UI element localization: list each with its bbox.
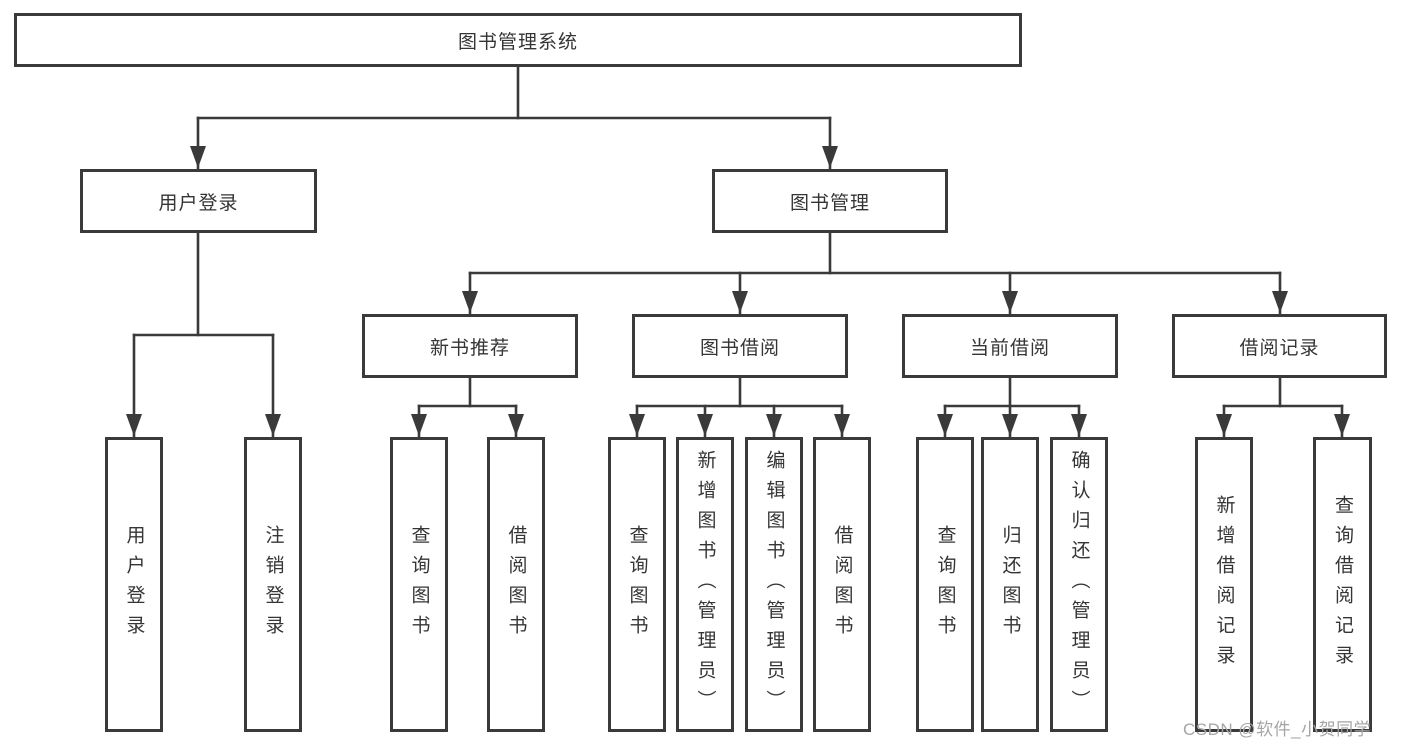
- leaf-cb-return-books: 归还图书: [981, 437, 1039, 732]
- leaf-cb-confirm-return-admin: 确认归还（管理员）: [1050, 437, 1108, 732]
- leaf-nb-query-books: 查询图书: [390, 437, 448, 732]
- leaf-nb-borrow-books: 借阅图书: [487, 437, 545, 732]
- node-book-borrow: 图书借阅: [632, 314, 848, 378]
- node-user-login: 用户登录: [80, 169, 317, 233]
- leaf-user-login: 用户登录: [105, 437, 163, 732]
- node-new-book-recommend: 新书推荐: [362, 314, 578, 378]
- csdn-watermark: CSDN @软件_小贺同学: [1183, 720, 1372, 739]
- leaf-bb-edit-books-admin: 编辑图书（管理员）: [745, 437, 803, 732]
- leaf-cb-query-books: 查询图书: [916, 437, 974, 732]
- node-library-management-system: 图书管理系统: [14, 13, 1022, 67]
- leaf-logout: 注销登录: [244, 437, 302, 732]
- leaf-bb-borrow-books: 借阅图书: [813, 437, 871, 732]
- leaf-br-query-record: 查询借阅记录: [1313, 437, 1372, 732]
- node-book-management: 图书管理: [712, 169, 948, 233]
- leaf-bb-add-books-admin: 新增图书（管理员）: [676, 437, 734, 732]
- leaf-bb-query-books: 查询图书: [608, 437, 666, 732]
- node-borrow-records: 借阅记录: [1172, 314, 1387, 378]
- node-current-borrow: 当前借阅: [902, 314, 1118, 378]
- leaf-br-add-record: 新增借阅记录: [1195, 437, 1253, 732]
